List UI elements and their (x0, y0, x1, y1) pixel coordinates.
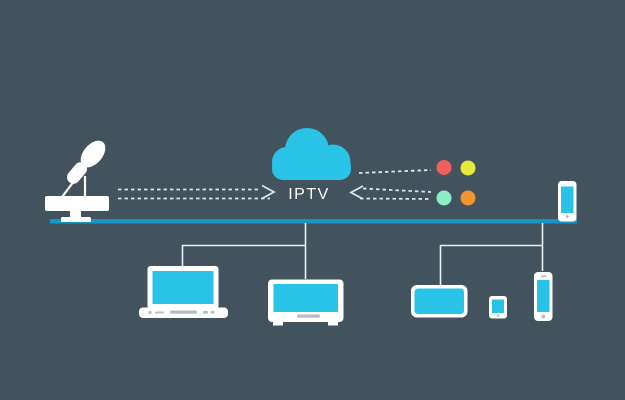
monitor-speaker-slot (297, 314, 320, 318)
monitor-icon (268, 279, 344, 326)
dish-reflector (80, 140, 106, 168)
dot-mint (436, 190, 452, 206)
mini-phone-icon (489, 296, 507, 319)
dot-red (436, 160, 452, 175)
iptv-label: IPTV (288, 186, 330, 203)
connector-branch-to-tablet (439, 244, 543, 285)
laptop-touchpad-slot (170, 310, 197, 314)
phone-earpiece (540, 275, 547, 278)
iptv-cloud-icon (272, 128, 351, 180)
smartphone-icon (534, 272, 553, 321)
cloud-body (272, 156, 351, 180)
bus-line (50, 219, 577, 224)
tablet-screen (414, 288, 464, 314)
laptop-detail (210, 311, 215, 314)
dashed-arrows-left (118, 184, 276, 200)
dashed-line (359, 197, 432, 200)
home-button (565, 215, 569, 218)
monitor-screen (273, 284, 338, 312)
arrowhead-left-icon (349, 185, 364, 200)
connector-branch-to-laptop (181, 244, 306, 266)
dashed-arrows-right (349, 169, 432, 200)
laptop-detail (148, 310, 152, 315)
laptop-base-details (148, 310, 215, 315)
home-button (541, 314, 546, 319)
home-button (496, 314, 500, 317)
dot-orange (460, 190, 476, 206)
phone-screen (537, 280, 550, 312)
dot-yellow (460, 160, 476, 176)
dashed-line (358, 169, 432, 174)
laptop-icon (139, 266, 228, 318)
connector-lines (181, 223, 544, 285)
satellite-dish-icon (45, 140, 109, 222)
pedestal-foot (61, 217, 91, 222)
dish-feed-arm (66, 162, 88, 184)
receiver-base (45, 196, 109, 211)
dashed-line (362, 187, 432, 193)
phone-screen (492, 299, 504, 313)
status-dots (436, 160, 476, 206)
laptop-detail (203, 311, 208, 314)
phone-screen (561, 186, 574, 213)
monitor-foot (273, 322, 283, 326)
smartphone-on-bus-icon (558, 181, 577, 222)
monitor-foot (328, 322, 338, 326)
laptop-detail (155, 311, 164, 314)
pedestal-stem (70, 211, 81, 218)
arrowhead-right-icon (261, 184, 276, 200)
tablet-icon (411, 285, 468, 318)
laptop-screen (152, 271, 214, 304)
